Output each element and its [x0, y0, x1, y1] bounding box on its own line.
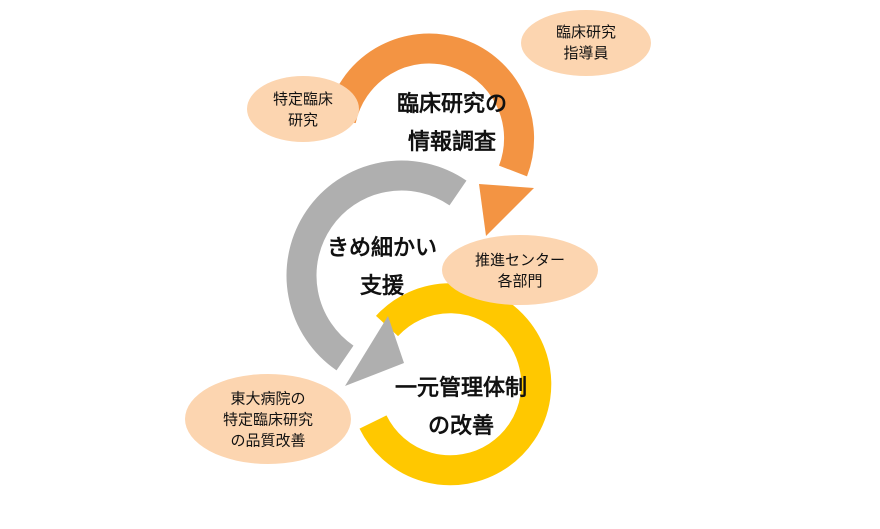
bubble-specified-research-shape — [247, 76, 359, 142]
bubble-specified-research: 特定臨床 研究 — [272, 90, 334, 129]
bubble-quality-improvement: 東大病院の 特定臨床研究 の品質改善 — [222, 389, 314, 450]
bubble-center-divisions-shape — [442, 235, 598, 305]
cycle-label-management-improvement: 一元管理体制 の改善 — [394, 376, 528, 439]
bubble-center-divisions: 推進センター 各部門 — [474, 251, 566, 290]
orange-cycle-arc — [326, 33, 535, 177]
yellow-cycle-arc — [359, 283, 552, 486]
bubble-quality-improvement-shape — [185, 374, 351, 464]
gray-cycle-arc — [286, 160, 467, 371]
cycle-label-detailed-support: きめ細かい 支援 — [326, 236, 438, 299]
cycle-label-information-survey: 臨床研究の 情報調査 — [396, 92, 508, 155]
gray-arrowhead — [345, 316, 404, 386]
bubble-research-instructor-shape — [521, 10, 651, 76]
bubble-research-instructor: 臨床研究 指導員 — [555, 23, 617, 62]
orange-arrowhead — [479, 184, 534, 236]
